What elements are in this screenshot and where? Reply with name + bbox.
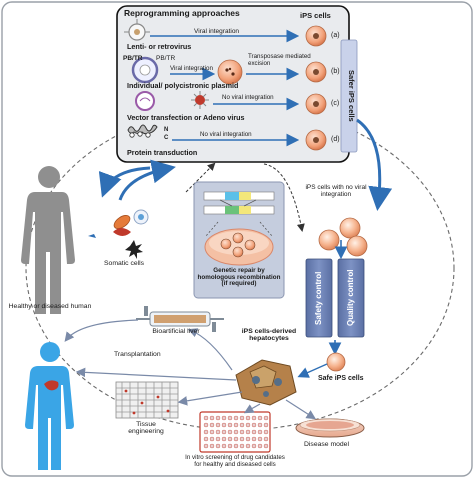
somatic-label: Somatic cells bbox=[104, 260, 145, 267]
human-figure-blue bbox=[25, 342, 74, 470]
safety-control-label: Safety control bbox=[314, 271, 323, 325]
row-d-tag: (d) bbox=[331, 136, 340, 143]
ips-header: iPS cells bbox=[300, 11, 331, 20]
ips-no-integration-label: iPS cells with no viral integration bbox=[305, 184, 367, 198]
row-a-label: Lenti- or retrovirus bbox=[127, 42, 192, 51]
row-d-n-label: N bbox=[164, 127, 169, 133]
row-c-arrow-text: No viral integration bbox=[222, 94, 274, 101]
row-b-label: Individual/ polycistronic plasmid bbox=[127, 81, 239, 90]
row-b-arrow-text: Viral integration bbox=[170, 65, 213, 72]
safe-ips-label: Safe iPS cells bbox=[318, 375, 364, 382]
safer-ips-label: Safer iPS cells bbox=[347, 70, 356, 122]
row-d-arrow-text: No viral integration bbox=[200, 131, 252, 138]
bioartificial-label: Bioartificial liver bbox=[152, 328, 200, 335]
row-a-arrow-text: Viral integration bbox=[194, 28, 240, 35]
row-b-tag: (b) bbox=[331, 68, 340, 75]
row-b-prefix1: PB/TR bbox=[123, 55, 143, 62]
row-b-arrow-text2: Transposase mediated excision bbox=[248, 53, 311, 67]
row-b-prefix2: PB/TR bbox=[156, 55, 176, 62]
genetic-repair-label: Genetic repair by homologous recombinati… bbox=[197, 267, 281, 288]
safety-control-box bbox=[305, 258, 333, 338]
bioartificial-liver bbox=[136, 306, 224, 332]
safer-ips-bar bbox=[340, 39, 358, 153]
tissue-scaffold bbox=[115, 381, 179, 419]
row-d-c-label: C bbox=[164, 135, 169, 141]
row-d-label: Protein transduction bbox=[127, 148, 198, 157]
transplantation-label: Transplantation bbox=[114, 351, 161, 358]
quality-control-label: Quality control bbox=[346, 269, 355, 327]
row-c-tag: (c) bbox=[331, 100, 340, 107]
human-label: Healthy or diseased human bbox=[8, 303, 92, 310]
screening-label: In vitro screening of drug candidates fo… bbox=[185, 454, 285, 468]
quality-control-box bbox=[337, 258, 365, 338]
hepatocytes-label: iPS cells-derived hepatocytes bbox=[241, 328, 297, 343]
panel-title: Reprogramming approaches bbox=[124, 8, 240, 18]
disease-model-dish bbox=[295, 418, 365, 438]
tissue-label: Tissue engineering bbox=[128, 421, 164, 436]
drug-screening-plate bbox=[199, 411, 271, 453]
row-c-label: Vector transfection or Adeno virus bbox=[127, 113, 245, 122]
disease-model-label: Disease model bbox=[304, 441, 349, 448]
somatic-cells bbox=[88, 209, 149, 259]
hepatocyte-cluster bbox=[235, 359, 297, 406]
human-figure-grey bbox=[21, 166, 75, 314]
row-a-tag: (a) bbox=[331, 32, 340, 39]
